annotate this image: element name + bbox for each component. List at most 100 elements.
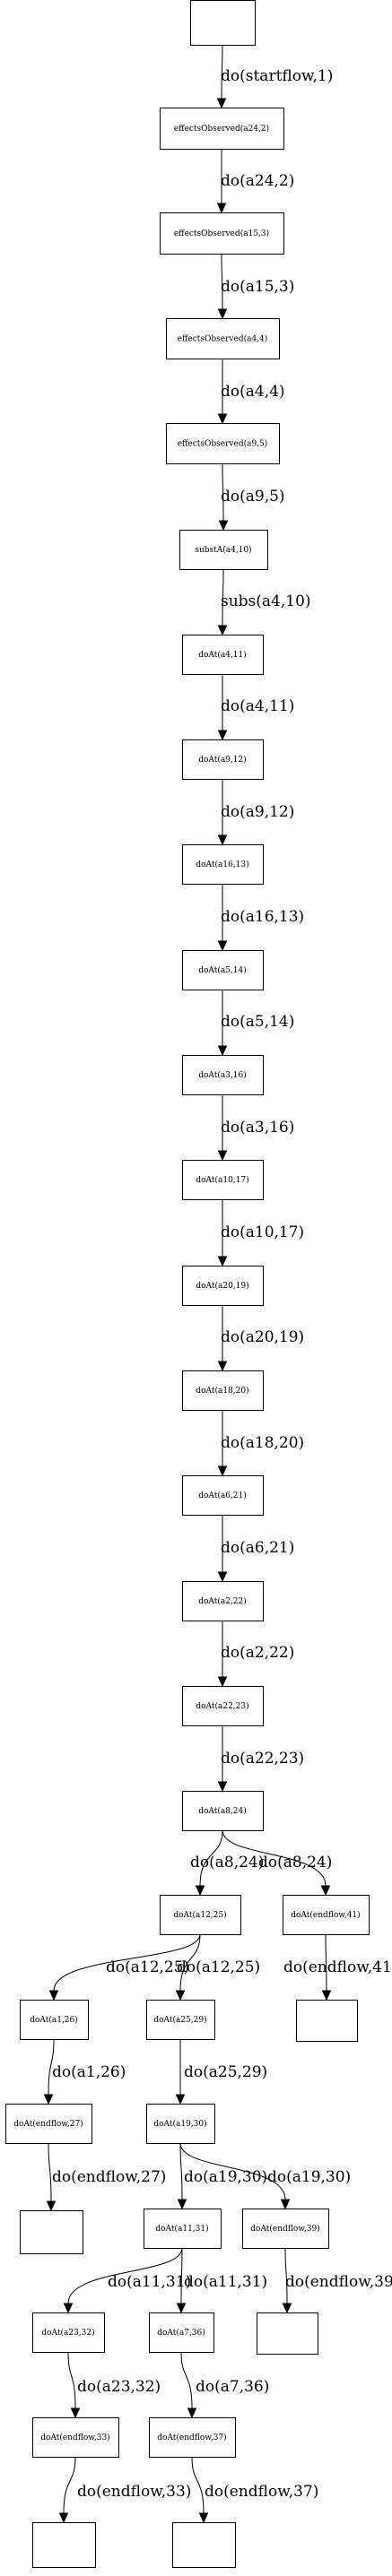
edge-line: [199, 1829, 223, 1887]
graph-node: [190, 0, 256, 46]
arrowhead-icon: [216, 98, 227, 109]
graph-edge: subs(a4,10): [217, 568, 311, 636]
node-box: [32, 2417, 119, 2458]
graph-edge: do(a7,36): [180, 2351, 269, 2419]
edge-label: do(a22,23): [221, 1750, 304, 1768]
edge-line: [222, 568, 224, 627]
arrowhead-icon: [217, 413, 228, 425]
node-label: doAt(a2,22): [198, 1596, 247, 1606]
edge-label: do(a16,13): [221, 908, 304, 926]
edge-label: do(a23,32): [77, 2378, 161, 2396]
graph-edge: do(a23,32): [67, 2351, 161, 2419]
edge-label: do(a4,4): [221, 383, 285, 401]
graph-edge: do(a2,22): [217, 1621, 294, 1688]
node-label: doAt(a11,31): [155, 2224, 208, 2234]
graph-node: [20, 2210, 83, 2254]
node-label: effectsObserved(a4,4): [178, 334, 268, 344]
graph-edge: do(a12,25): [48, 1933, 201, 2001]
graph-node: doAt(endflow,37): [149, 2417, 236, 2458]
graph-node: [172, 2522, 236, 2568]
node-box: [182, 1266, 264, 1306]
graph-node: doAt(a22,23): [182, 1686, 264, 1726]
edge-label: do(a19,30): [267, 2168, 351, 2186]
node-label: doAt(endflow,27): [13, 2119, 83, 2129]
graph-edge: do(a11,31): [63, 2247, 191, 2314]
node-label: doAt(a3,16): [198, 1070, 247, 1080]
arrowhead-icon: [217, 834, 228, 846]
node-box: [190, 0, 256, 46]
edge-label: do(a3,16): [221, 1119, 294, 1137]
node-box: [242, 2209, 329, 2249]
graph-node: effectsObserved(a4,4): [166, 318, 280, 359]
graph-edge: do(a4,4): [217, 359, 285, 425]
edge-label: do(a12,25): [177, 1958, 260, 1976]
graph-edge: do(a20,19): [217, 1305, 304, 1372]
graph-edge: do(a5,14): [217, 990, 294, 1057]
graph-node: doAt(a11,31): [144, 2209, 222, 2249]
node-label: doAt(a18,20): [196, 1386, 248, 1396]
edge-label: do(a11,31): [184, 2273, 267, 2291]
graph-node: doAt(a5,14): [182, 950, 264, 990]
edge-line: [180, 2351, 193, 2409]
graph-edge: do(a8,24): [222, 1829, 332, 1897]
node-label: doAt(a25,29): [153, 2015, 206, 2025]
edge-label: do(a8,24): [258, 1854, 332, 1871]
edge-label: do(a19,30): [184, 2168, 267, 2186]
edge-label: do(a18,20): [221, 1434, 304, 1452]
edge-label: do(a11,31): [108, 2273, 191, 2291]
edge-line: [67, 2247, 183, 2304]
node-label: doAt(a12,25): [173, 1910, 226, 1920]
node-box: [146, 2000, 215, 2040]
arrowhead-icon: [187, 2407, 197, 2419]
node-label: doAt(a7,36): [157, 2328, 205, 2338]
edge-label: do(endflow,41): [283, 1958, 392, 1976]
node-box: [32, 2522, 96, 2568]
edge-line: [63, 2456, 76, 2514]
arrowhead-icon: [177, 2199, 187, 2210]
edge-label: do(a12,25): [106, 1958, 189, 1976]
arrowhead-icon: [282, 2303, 292, 2314]
arrowhead-icon: [218, 520, 229, 532]
node-label: doAt(a1,26): [30, 2015, 78, 2025]
edge-label: do(a7,36): [196, 2378, 269, 2396]
edge-label: do(a8,24): [190, 1854, 264, 1871]
graph-edge: do(a19,30): [177, 2142, 267, 2210]
edge-label: do(a1,26): [52, 2063, 126, 2081]
graph-node: effectsObserved(a24,2): [160, 108, 284, 150]
node-box: [182, 1791, 264, 1831]
arrowhead-icon: [217, 1676, 228, 1688]
nodes-layer: effectsObserved(a24,2) effectsObserved(a1…: [5, 0, 370, 2568]
graph-edge: do(endflow,39): [282, 2247, 392, 2314]
graph-node: doAt(a12,25): [160, 1895, 241, 1935]
arrowhead-icon: [48, 1990, 59, 2001]
edge-label: do(endflow,27): [52, 2168, 166, 2186]
arrowhead-icon: [43, 2094, 54, 2105]
node-label: effectsObserved(a15,3): [174, 229, 269, 238]
graph-node: doAt(a18,20): [182, 1370, 264, 1411]
node-box: [149, 2312, 214, 2353]
node-label: doAt(a22,23): [196, 1701, 248, 1711]
graph-node: effectsObserved(a9,5): [166, 423, 280, 464]
graph-edge: do(a9,5): [218, 462, 285, 532]
node-label: doAt(a6,21): [198, 1491, 247, 1500]
graph-node: doAt(a25,29): [146, 2000, 215, 2040]
node-label: doAt(a19,30): [153, 2119, 206, 2129]
graph-node: doAt(endflow,41): [283, 1895, 370, 1935]
arrowhead-icon: [217, 1361, 228, 1372]
graph-edge: do(a8,24): [190, 1829, 264, 1897]
edge-line: [48, 2142, 52, 2202]
edge-label: do(endflow,39): [285, 2273, 392, 2291]
arrowhead-icon: [175, 1990, 186, 2001]
node-label: doAt(a20,19): [196, 1281, 248, 1291]
edge-label: do(startflow,1): [221, 67, 333, 85]
edge-line: [222, 462, 224, 522]
graph-node: doAt(a7,36): [149, 2312, 214, 2353]
arrowhead-icon: [70, 2407, 81, 2419]
node-label: doAt(endflow,37): [157, 2433, 226, 2442]
node-box: [5, 2104, 92, 2144]
graph-node: effectsObserved(a15,3): [160, 212, 284, 255]
graph-node: [32, 2522, 96, 2568]
node-label: doAt(a9,12): [198, 755, 247, 765]
graph-edge: do(startflow,1): [216, 44, 333, 109]
